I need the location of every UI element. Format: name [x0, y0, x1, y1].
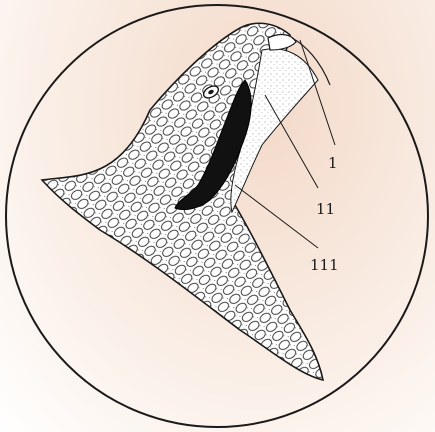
fang — [268, 35, 296, 50]
label-1: 1 — [328, 154, 338, 172]
label-2: 11 — [316, 200, 335, 218]
label-3: 111 — [310, 256, 339, 274]
